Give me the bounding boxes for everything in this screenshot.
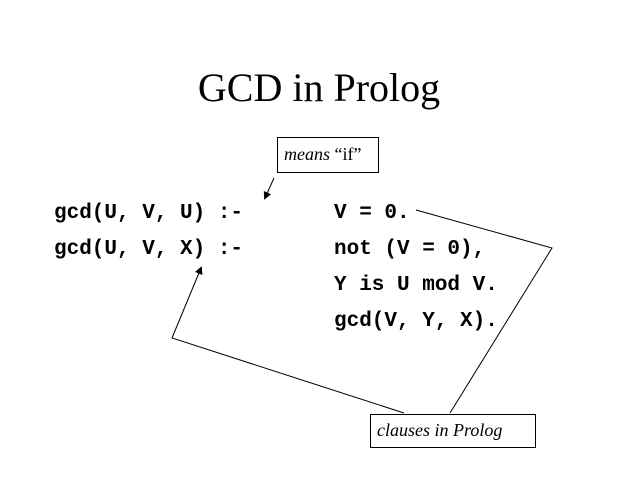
code-head-1: gcd(U, V, U) :-	[54, 202, 244, 225]
code-body-4: gcd(V, Y, X).	[334, 310, 498, 333]
callout-clauses-in-prolog: clauses in Prolog	[370, 414, 536, 448]
arrow-means-if	[263, 177, 275, 200]
slide-title: GCD in Prolog	[197, 65, 441, 110]
callout-means-word: means	[284, 144, 330, 164]
callout-means-if: means “if”	[277, 137, 379, 173]
code-body-1: V = 0.	[334, 202, 410, 225]
code-head-2: gcd(U, V, X) :-	[54, 238, 244, 261]
code-body-2: not (V = 0),	[334, 238, 486, 261]
callout-if-word: “if”	[330, 144, 362, 164]
code-body-3: Y is U mod V.	[334, 274, 498, 297]
line-clause-1	[415, 209, 553, 414]
line-clause-2	[171, 266, 405, 414]
callout-clauses-text: clauses in Prolog	[377, 420, 503, 440]
